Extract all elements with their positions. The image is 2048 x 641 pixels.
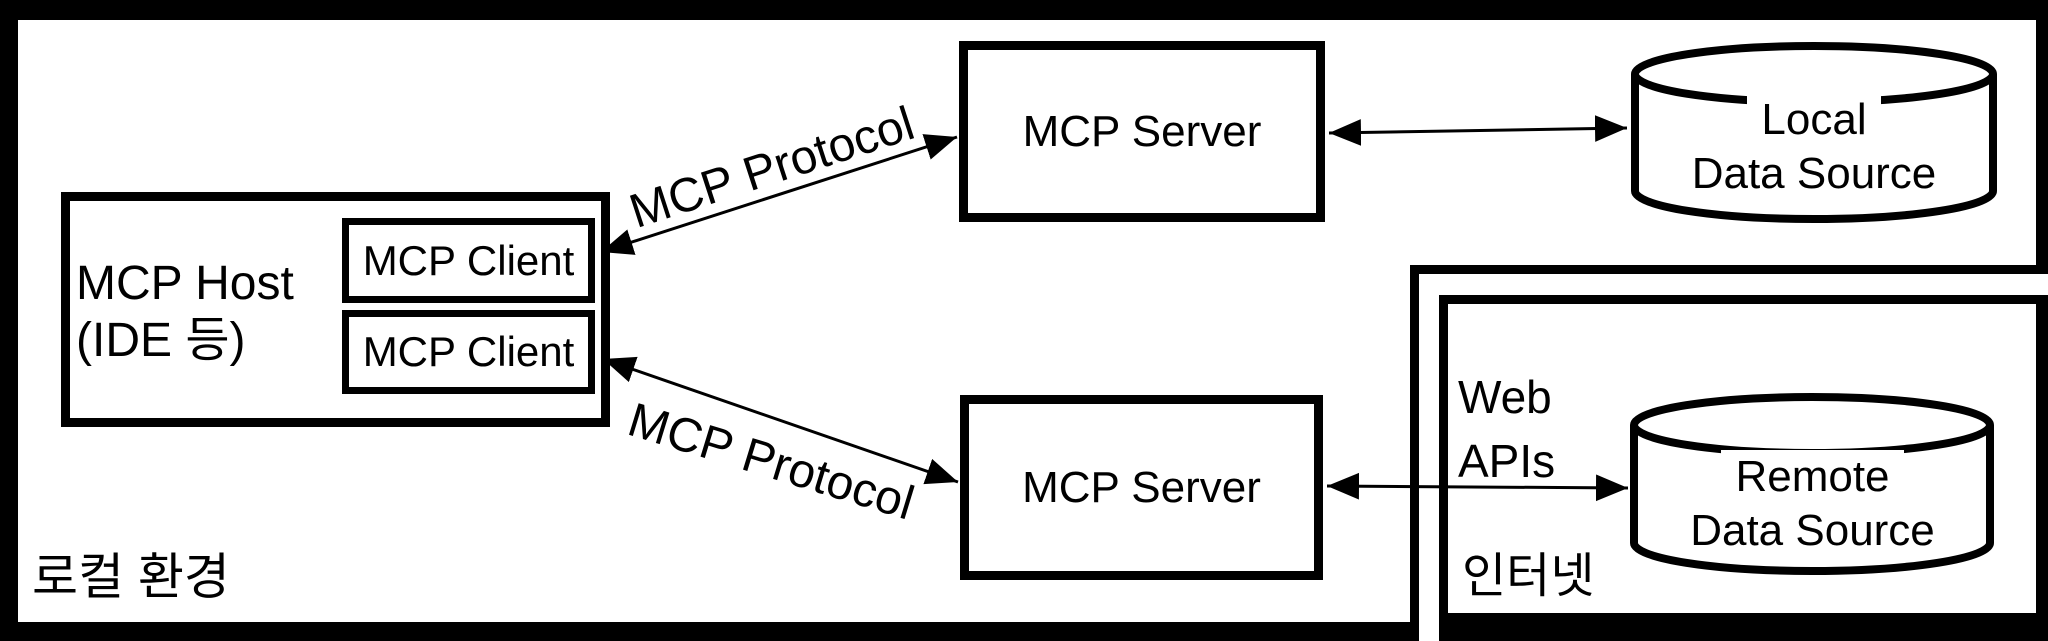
mcp-host-title: MCP Host	[76, 257, 294, 310]
web-apis-line1: Web	[1458, 371, 1552, 423]
mcp-host-label: MCP Host (IDE 등)	[76, 255, 294, 369]
mcp-server-box-1: MCP Server	[959, 41, 1325, 222]
local-data-source-label: Local Data Source	[1631, 93, 1997, 201]
mcp-client-label-2: MCP Client	[362, 328, 575, 375]
frame-right-segment	[2036, 295, 2048, 641]
local-environment-caption: 로컬 환경	[32, 549, 230, 605]
web-apis-line2: APIs	[1458, 435, 1556, 487]
internet-caption: 인터넷	[1462, 550, 1595, 603]
web-apis-label: Web APIs	[1458, 365, 1555, 493]
mcp-server-label-1: MCP Server	[1022, 106, 1262, 156]
mcp-server-box-2: MCP Server	[960, 395, 1323, 580]
remote-data-source-label: Remote Data Source	[1630, 450, 1995, 558]
remote-data-source-line1: Remote	[1721, 450, 1904, 504]
mcp-server-label-2: MCP Server	[1022, 462, 1261, 512]
remote-data-source-line2: Data Source	[1690, 506, 1935, 555]
mcp-client-label-1: MCP Client	[362, 236, 575, 284]
mcp-host-subtitle: (IDE 등)	[76, 314, 246, 367]
mcp-client-box-2: MCP Client	[342, 310, 595, 394]
local-data-source-line1: Local	[1747, 93, 1881, 147]
frame-bottom-segment	[1439, 622, 2048, 641]
mcp-client-box-1: MCP Client	[342, 218, 595, 303]
local-data-source-line2: Data Source	[1691, 149, 1937, 198]
